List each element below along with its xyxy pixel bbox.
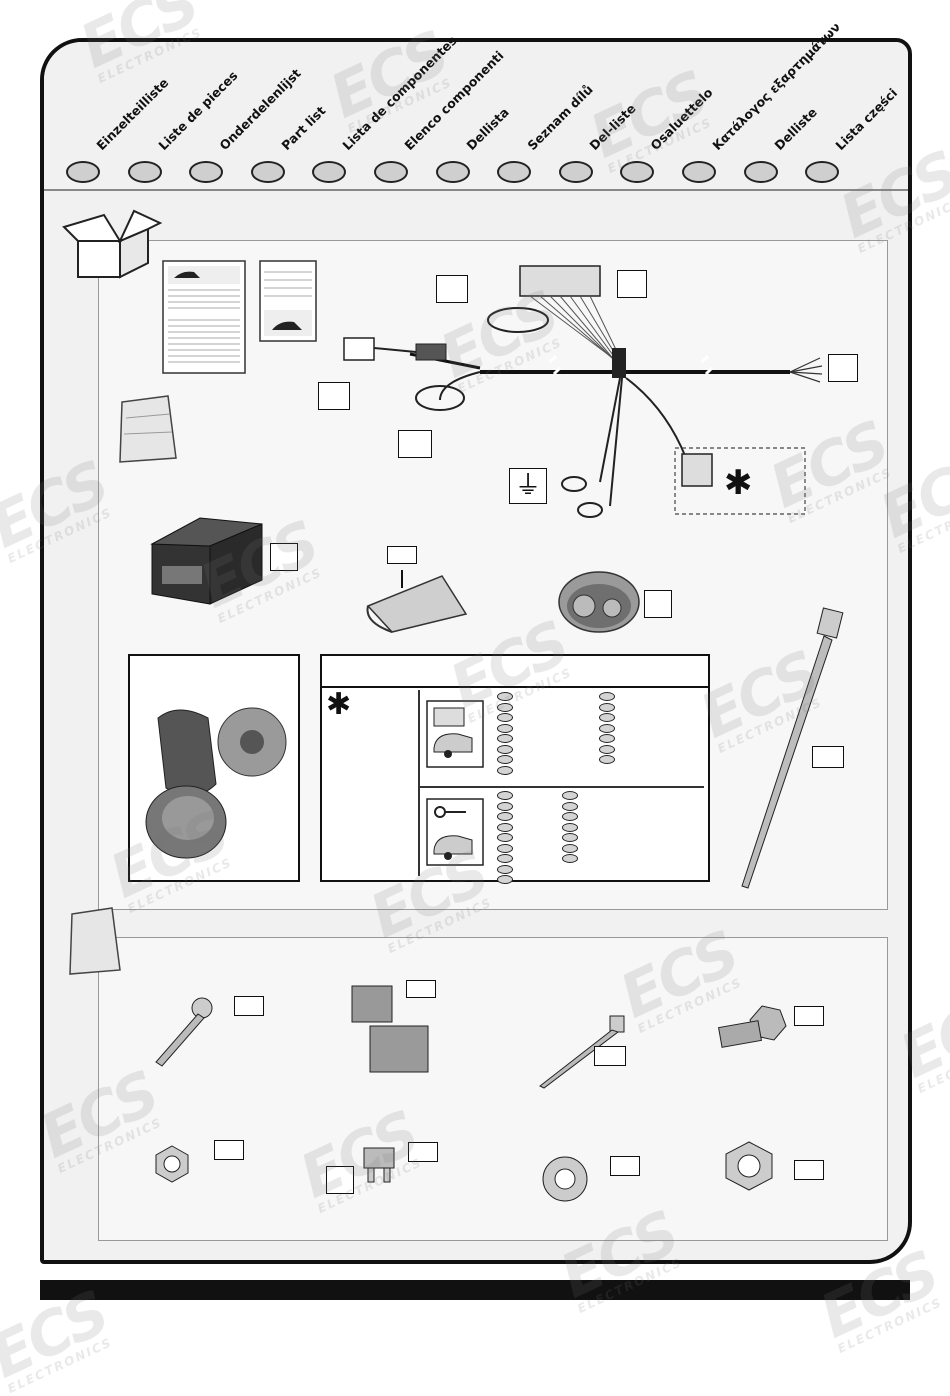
language-circle	[497, 161, 532, 183]
watermark-sub: ELECTRONICS	[835, 1295, 945, 1356]
pin-dot	[599, 734, 615, 743]
ref-box-harness-e	[398, 430, 432, 458]
ref-box-bolt	[794, 1006, 824, 1026]
ground-symbol-icon: ⏚	[509, 468, 547, 504]
pin-dot	[599, 744, 615, 754]
header-divider	[44, 189, 908, 191]
ref-box-harness-a	[436, 275, 468, 303]
pin-dot	[497, 713, 513, 722]
pin-dot	[562, 843, 578, 853]
screw-icon	[155, 997, 213, 1067]
pin-dot	[497, 875, 513, 884]
fuse-icon	[363, 1147, 395, 1183]
pin-dot	[497, 864, 513, 874]
pin-dot	[599, 692, 615, 701]
ref-box-module	[270, 543, 298, 571]
ref-box-harness-b	[617, 270, 647, 298]
ref-box-fuse-a	[408, 1142, 438, 1162]
ref-box-grommet	[644, 590, 672, 618]
configuration-row-rule	[420, 786, 704, 788]
ref-box-tie-small	[594, 1046, 626, 1066]
ground-symbol: ⏚	[514, 471, 541, 501]
socket-icon	[145, 707, 287, 859]
pin-dot	[562, 812, 578, 821]
pin-dot	[497, 822, 513, 832]
ref-box-harness-d	[318, 382, 350, 410]
bag-icon	[119, 395, 177, 463]
configuration-panel	[320, 654, 710, 882]
wiring-harness-icon	[343, 265, 823, 518]
footer-bar	[40, 1280, 910, 1300]
pin-dot	[497, 833, 513, 842]
battery-icon	[426, 700, 484, 768]
bolt-icon	[717, 1005, 787, 1048]
pin-dot	[497, 744, 513, 754]
pin-dot	[497, 702, 513, 712]
cable-tie-small-icon	[539, 1015, 625, 1089]
language-circle	[250, 161, 285, 183]
washer-icon	[542, 1156, 588, 1202]
nut-large-icon	[725, 1141, 773, 1191]
watermark-sub: ELECTRONICS	[5, 1335, 115, 1396]
pin-dot	[562, 801, 578, 811]
nut-icon	[155, 1145, 189, 1183]
pin-dot	[599, 755, 615, 764]
ref-box-nut-large	[794, 1160, 824, 1180]
pin-dot	[599, 713, 615, 722]
asterisk-note: ✱	[724, 463, 753, 503]
pin-dot	[599, 723, 615, 733]
ref-box-screw	[234, 996, 264, 1016]
language-circle	[374, 161, 408, 183]
pin-dot	[562, 833, 578, 842]
pin-dot	[497, 791, 513, 800]
ref-box-nut	[214, 1140, 244, 1160]
header-band-fill	[44, 42, 908, 190]
pin-dot	[562, 822, 578, 832]
pin-dot	[497, 854, 513, 863]
pin-dot	[497, 734, 513, 743]
pin-dot	[562, 854, 578, 863]
language-circle	[743, 161, 778, 183]
pin-dot	[562, 791, 578, 800]
ref-box-harness-c	[828, 354, 858, 382]
module-icon	[150, 517, 263, 605]
configuration-asterisk: ✱	[326, 687, 352, 722]
watermark-sub: ELECTRONICS	[915, 1035, 950, 1096]
language-circle	[66, 161, 100, 183]
pin-dot	[497, 692, 513, 701]
pin-dot	[497, 723, 513, 733]
language-circle	[189, 161, 224, 183]
pin-dot	[497, 812, 513, 821]
configuration-column-rule	[418, 690, 420, 876]
pin-dot	[497, 843, 513, 853]
grommet-icon	[558, 571, 640, 633]
language-circle	[127, 161, 162, 183]
connector-icon	[351, 985, 429, 1073]
language-circle	[435, 161, 470, 183]
ref-box-connector	[406, 980, 436, 998]
language-circle	[682, 161, 716, 183]
manual-icon	[162, 260, 317, 374]
key-icon	[426, 798, 484, 866]
cable-tie-icon	[741, 607, 844, 889]
pin-dot	[599, 702, 615, 712]
box-icon	[62, 209, 163, 279]
foam-pad-icon	[366, 570, 468, 633]
bag-icon-small-parts	[69, 907, 121, 975]
pin-dot	[497, 801, 513, 811]
ref-box-fuse-b	[326, 1166, 354, 1194]
ref-box-washer	[610, 1156, 640, 1176]
small-parts-panel	[98, 937, 888, 1241]
configuration-header-rule	[322, 686, 708, 688]
language-circle	[805, 161, 840, 183]
language-circle	[620, 161, 655, 183]
pin-dot	[497, 755, 513, 764]
ref-box-tie	[812, 746, 844, 768]
pin-dot	[497, 765, 513, 775]
language-circle	[558, 161, 593, 183]
language-circle	[312, 161, 347, 183]
ref-box-foam	[387, 546, 417, 564]
